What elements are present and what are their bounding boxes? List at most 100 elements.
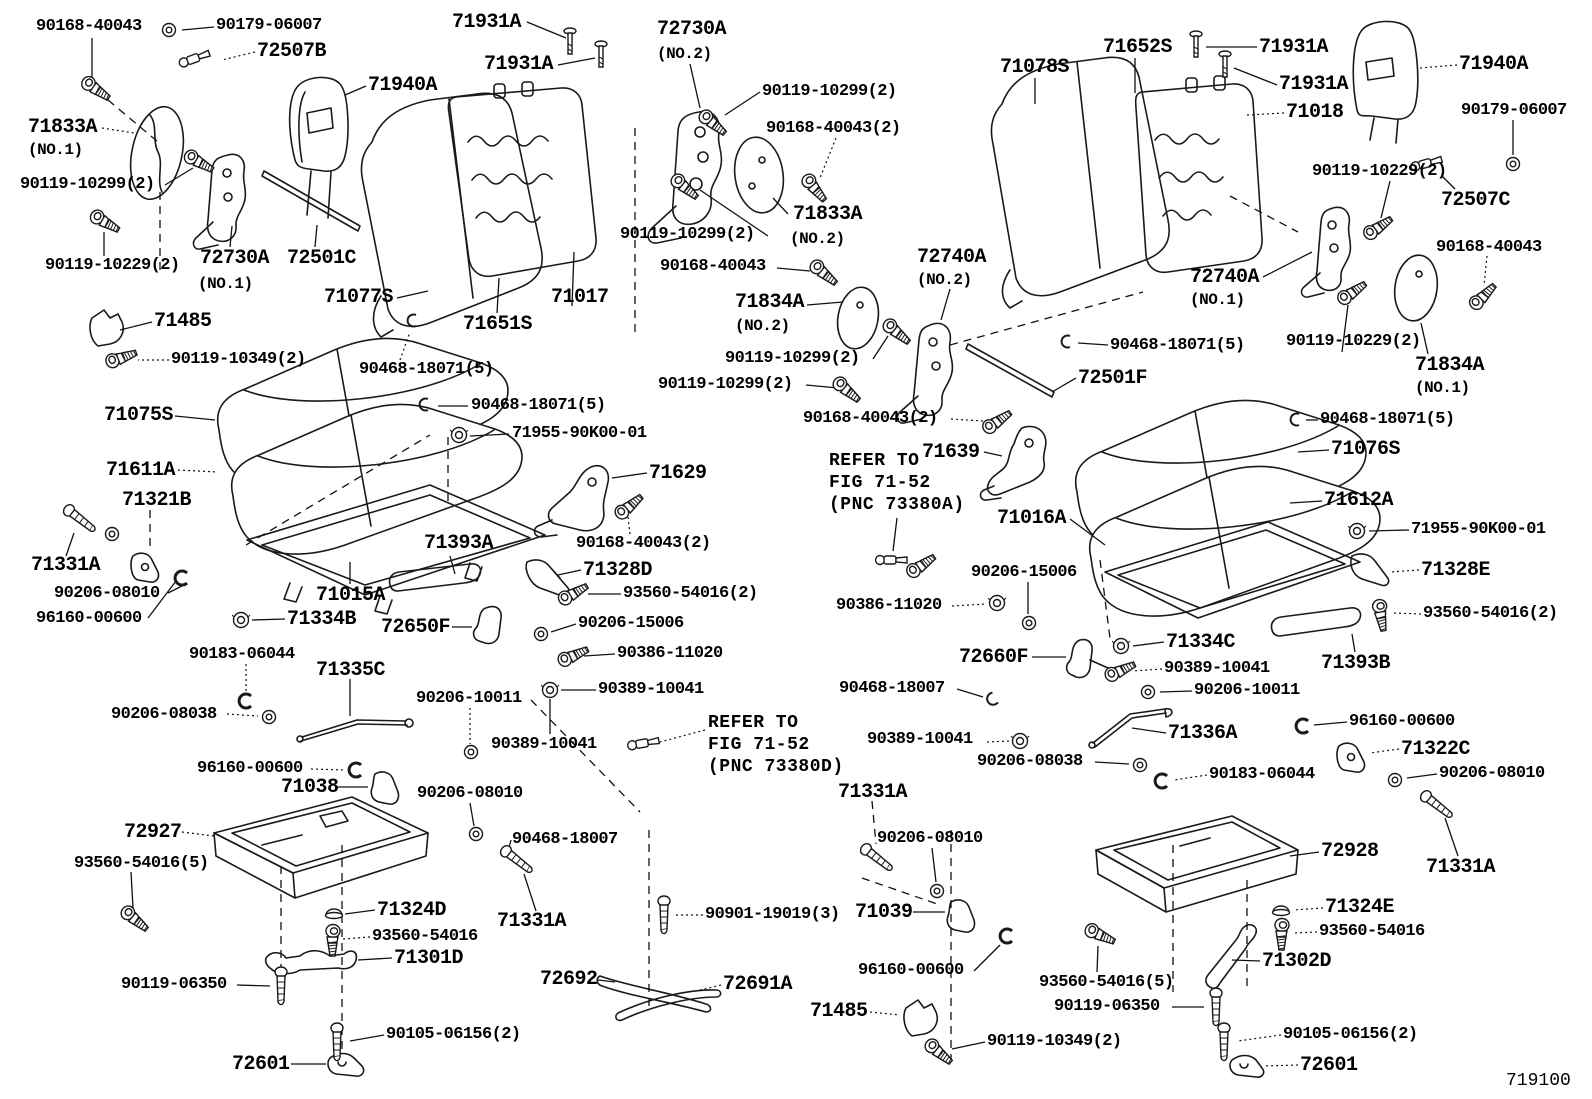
seat-box-72928 bbox=[1095, 815, 1299, 913]
part-label: 71016A bbox=[997, 507, 1067, 530]
bolt-icon bbox=[1417, 787, 1456, 822]
leader-line bbox=[772, 197, 789, 215]
leader-line bbox=[181, 831, 215, 837]
leader-line bbox=[550, 623, 577, 633]
hinge-rod-72501C bbox=[261, 170, 361, 232]
part-label: 90468-18007 bbox=[512, 830, 618, 849]
leader-line bbox=[342, 936, 371, 940]
part-label: 71334C bbox=[1166, 631, 1236, 654]
leader-line bbox=[724, 91, 761, 116]
leader-line bbox=[1263, 1064, 1299, 1067]
part-label: 71931A bbox=[484, 53, 554, 76]
screw-icon bbox=[611, 490, 647, 523]
part-label: 71931A bbox=[452, 11, 522, 34]
part-label: 90119-10299(2) bbox=[620, 225, 755, 244]
part-label: 90119-10349(2) bbox=[987, 1032, 1122, 1051]
leader-line bbox=[872, 335, 889, 360]
part-label: 90183-06044 bbox=[1209, 765, 1315, 784]
leader-line bbox=[1389, 569, 1420, 573]
leader-line bbox=[986, 740, 1011, 743]
screw-icon bbox=[798, 170, 831, 206]
part-label: 72730A bbox=[657, 18, 727, 41]
lock-rod-71336A bbox=[1088, 707, 1173, 749]
part-label: 90119-10349(2) bbox=[171, 350, 306, 369]
leader-line bbox=[181, 26, 215, 31]
part-label: 90168-40043(2) bbox=[803, 409, 938, 428]
part-label: 72507B bbox=[257, 40, 327, 63]
part-label: 96160-00600 bbox=[197, 759, 303, 778]
part-label: 72507C bbox=[1441, 189, 1511, 212]
clip-71485-left bbox=[89, 309, 125, 347]
part-label: 90901-19019(3) bbox=[705, 905, 840, 924]
nut-icon bbox=[540, 681, 560, 699]
part-label: 71038 bbox=[281, 776, 339, 799]
part-label: 96160-00600 bbox=[36, 609, 142, 628]
assembly-dashed-line bbox=[107, 99, 159, 143]
leader-line bbox=[557, 569, 582, 576]
bolt-icon bbox=[657, 895, 671, 935]
screw-icon bbox=[979, 405, 1015, 437]
lock-rod-71335C bbox=[296, 718, 414, 743]
part-label: 90389-10041 bbox=[598, 680, 704, 699]
screw-icon bbox=[1082, 920, 1119, 949]
part-label: 71302D bbox=[1262, 950, 1332, 973]
part-label: 71336A bbox=[1168, 722, 1238, 745]
leader-line bbox=[314, 224, 318, 248]
leader-line bbox=[130, 871, 134, 909]
part-label: (NO.2) bbox=[917, 271, 972, 289]
assembly-dashed-line bbox=[530, 699, 641, 813]
part-label: 71834A bbox=[1415, 354, 1485, 377]
part-label: 71393B bbox=[1321, 652, 1391, 675]
screw-icon bbox=[1102, 656, 1139, 685]
bolt-icon bbox=[274, 966, 288, 1006]
leader-line bbox=[1159, 690, 1193, 693]
recliner-bracket-72740A-no1 bbox=[1300, 206, 1352, 298]
leader-line bbox=[1341, 304, 1349, 353]
leader-line bbox=[1368, 529, 1410, 532]
leader-line bbox=[659, 729, 706, 743]
leader-line bbox=[1293, 931, 1318, 934]
pin-icon bbox=[1218, 50, 1232, 78]
leader-line bbox=[1096, 945, 1099, 973]
part-label: (NO.2) bbox=[735, 317, 790, 335]
screw-icon bbox=[1274, 917, 1290, 951]
bracket-71039 bbox=[946, 899, 976, 933]
support-71302D bbox=[1205, 924, 1258, 990]
leader-line bbox=[1246, 112, 1285, 116]
part-label: 71955-90K00-01 bbox=[512, 424, 647, 443]
part-label: 72501F bbox=[1078, 367, 1148, 390]
clip-icon bbox=[173, 569, 189, 587]
screw-icon bbox=[806, 256, 842, 289]
recliner-bracket-72740A-no2 bbox=[896, 322, 954, 424]
leader-line bbox=[1420, 322, 1429, 355]
screw-icon bbox=[1466, 279, 1500, 313]
screw-icon bbox=[87, 206, 123, 237]
part-label: 72692 bbox=[540, 968, 598, 991]
leader-line bbox=[611, 472, 648, 479]
part-label: 90105-06156(2) bbox=[1283, 1025, 1418, 1044]
hook-icon bbox=[1060, 334, 1071, 349]
part-label: 71301D bbox=[394, 947, 464, 970]
part-label: 90468-18071(5) bbox=[359, 360, 494, 379]
leader-line bbox=[496, 277, 500, 314]
part-label: 90119-10299(2) bbox=[725, 349, 860, 368]
part-label: 71078S bbox=[1000, 56, 1070, 79]
recliner-cover-71834A-no1 bbox=[1393, 254, 1439, 322]
leader-line bbox=[627, 516, 631, 535]
part-label: 71485 bbox=[810, 1000, 868, 1023]
leader-line bbox=[101, 127, 135, 134]
recliner-cover-71834A-no2 bbox=[836, 286, 880, 350]
leader-line bbox=[523, 873, 537, 912]
part-label: 90168-40043 bbox=[1436, 238, 1542, 257]
part-label: 90119-10229(2) bbox=[1312, 162, 1447, 181]
leader-line bbox=[869, 1011, 901, 1016]
part-label: 71612A bbox=[1324, 489, 1394, 512]
leader-line bbox=[164, 167, 194, 186]
leader-line bbox=[940, 288, 951, 321]
part-label: 71955-90K00-01 bbox=[1411, 520, 1546, 539]
left-seatback-frame bbox=[447, 81, 597, 278]
part-label: 71331A bbox=[497, 910, 567, 933]
part-label: 71322C bbox=[1401, 738, 1471, 761]
part-label: 90206-08010 bbox=[417, 784, 523, 803]
